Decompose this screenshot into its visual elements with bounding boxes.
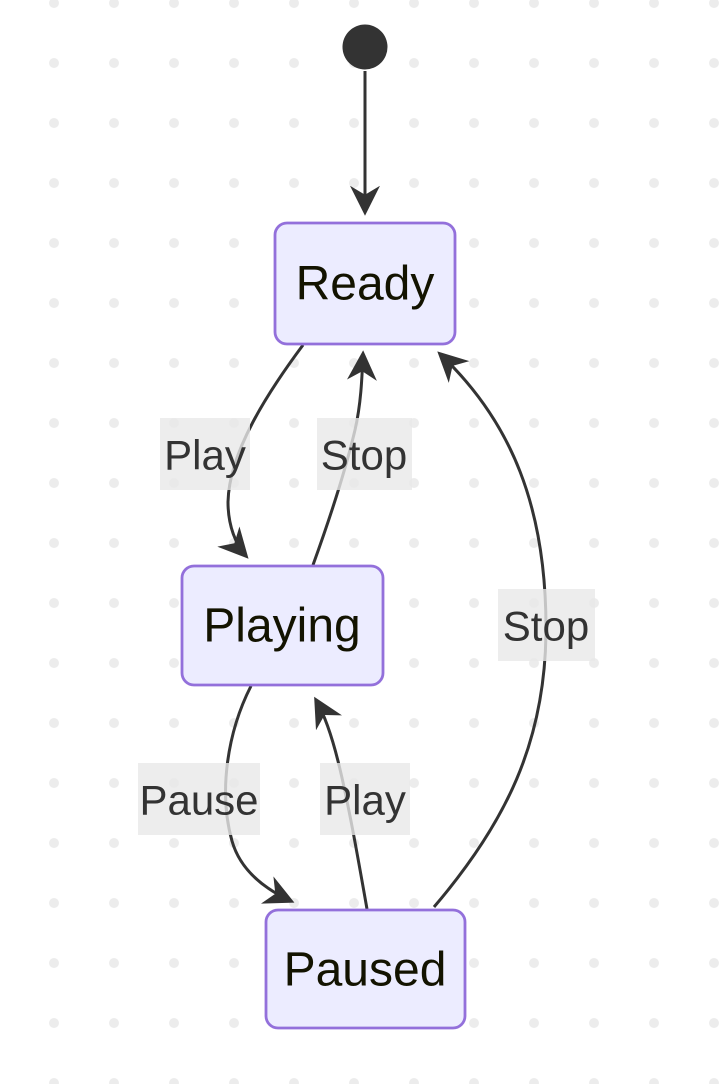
edge-label-play-paused-playing: Play <box>320 763 410 835</box>
edge-label-text: Play <box>324 777 406 824</box>
state-label-ready: Ready <box>296 258 435 311</box>
edge-label-pause-playing-paused: Pause <box>138 763 260 835</box>
state-label-paused: Paused <box>284 944 447 997</box>
initial-state-dot <box>342 24 388 70</box>
edge-label-text: Pause <box>139 777 258 824</box>
edge-label-text: Play <box>164 432 246 479</box>
state-box <box>180 564 385 687</box>
edge-label-text: Stop <box>321 432 407 479</box>
state-label-playing: Playing <box>203 600 360 653</box>
edge-label-bg <box>160 418 250 490</box>
edge-label-stop-paused-ready: Stop <box>498 589 595 661</box>
edge-label-bg <box>498 589 595 661</box>
edge-label-bg <box>138 763 260 835</box>
state-node-paused: Paused <box>264 908 467 1030</box>
edge-label-stop-playing-ready: Stop <box>317 418 412 490</box>
edge-label-layer: Play Stop Pause Play Stop <box>138 418 595 835</box>
edge-label-text: Stop <box>503 603 589 650</box>
state-node-playing: Playing <box>180 564 385 687</box>
edge-label-bg <box>320 763 410 835</box>
state-box <box>264 908 467 1030</box>
edge-playing-to-paused <box>224 685 295 904</box>
edge-label-play-ready-playing: Play <box>160 418 250 490</box>
state-node-ready: Ready <box>273 221 457 346</box>
state-box <box>273 221 457 346</box>
node-layer: Ready Playing Paused <box>180 24 467 1030</box>
edge-label-bg <box>317 418 412 490</box>
